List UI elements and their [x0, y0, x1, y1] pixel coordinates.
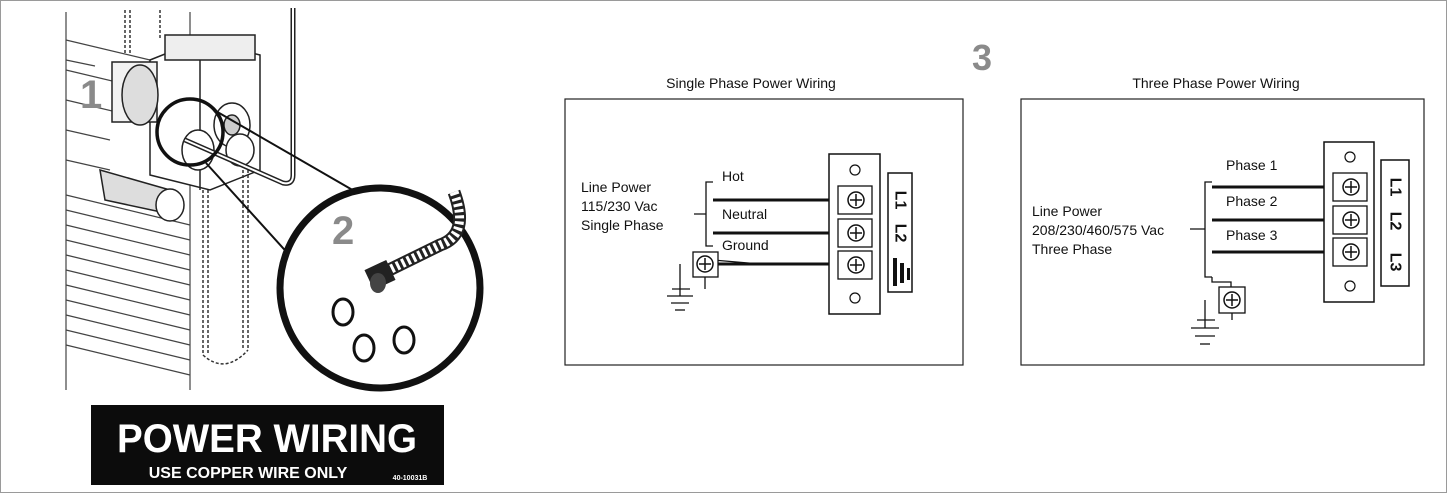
single-line-power-3: Single Phase [581, 217, 664, 233]
single-phase-box [564, 98, 964, 366]
single-wire-ground: Ground [722, 237, 769, 253]
step-3-number: 3 [972, 37, 992, 78]
three-phase-diagram: Three Phase Power Wiring Line Power 208/… [1020, 75, 1425, 366]
three-line-power-1: Line Power [1032, 203, 1102, 219]
step-1-number: 1 [80, 73, 102, 117]
single-ground-symbol [893, 258, 910, 286]
label-code: 40-10031B [393, 475, 428, 482]
power-wiring-label: POWER WIRING USE COPPER WIRE ONLY 40-100… [91, 405, 444, 485]
operator-housing [99, 34, 261, 222]
single-terminal-l2: L2 [892, 224, 909, 243]
three-terminal-l1: L1 [1387, 178, 1404, 197]
single-earth-symbol [667, 264, 706, 311]
callout-ring [155, 97, 225, 167]
single-line-power-2: 115/230 Vac [581, 198, 658, 214]
operator-illustration: 1 2 [65, 8, 484, 392]
single-wire-neutral: Neutral [722, 206, 767, 222]
knockout-holes [331, 297, 416, 363]
three-line-power-3: Three Phase [1032, 241, 1112, 257]
label-title: POWER WIRING [117, 417, 417, 461]
single-line-power-1: Line Power [581, 179, 651, 195]
three-terminal-l3: L3 [1387, 253, 1404, 272]
step-2-number: 2 [332, 209, 354, 253]
three-wire-phase-1: Phase 1 [1226, 157, 1278, 173]
single-phase-title: Single Phase Power Wiring [666, 75, 836, 91]
drive-chain [124, 10, 249, 365]
three-phase-title: Three Phase Power Wiring [1132, 75, 1299, 91]
three-wire-phase-2: Phase 2 [1226, 193, 1278, 209]
label-subtitle: USE COPPER WIRE ONLY [149, 465, 348, 482]
three-wire-phase-3: Phase 3 [1226, 227, 1278, 243]
three-terminal-l2: L2 [1387, 212, 1404, 231]
single-phase-diagram: Single Phase Power Wiring Line Power 115… [564, 75, 964, 366]
single-wire-hot: Hot [722, 168, 744, 184]
three-earth-symbol [1191, 300, 1233, 345]
three-line-power-2: 208/230/460/575 Vac [1032, 222, 1164, 238]
three-phase-box [1020, 98, 1425, 366]
single-terminal-l1: L1 [892, 191, 909, 210]
